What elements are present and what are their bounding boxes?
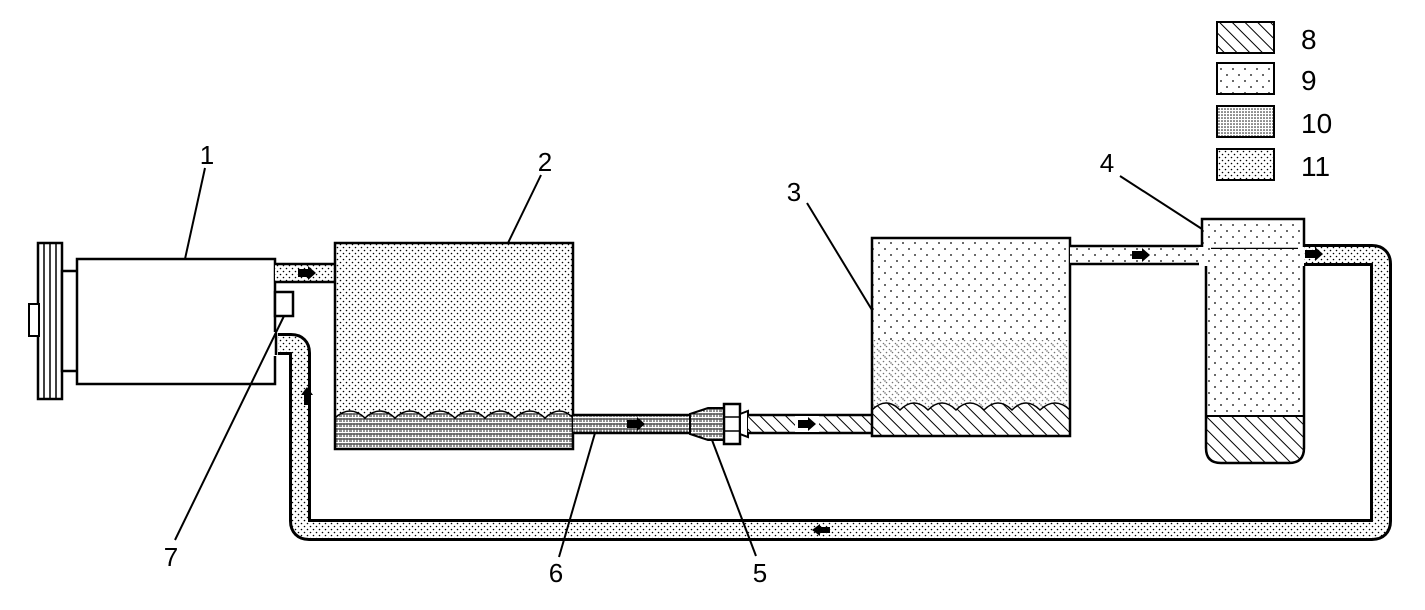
compressor-port	[273, 290, 295, 318]
legend-item-10: 10	[1216, 105, 1332, 139]
evaporator-liquid	[871, 402, 1071, 437]
evaporator	[870, 236, 1072, 438]
flow-arrow-icon	[1132, 248, 1150, 262]
compressor-body	[75, 257, 277, 386]
callout-3: 3	[787, 177, 801, 207]
legend-swatch-medium	[1216, 148, 1275, 181]
legend-label: 8	[1301, 24, 1317, 55]
compressor	[28, 241, 295, 401]
legend-swatch-sparse	[1216, 62, 1275, 95]
condenser-liquid	[334, 410, 574, 450]
legend-item-11: 11	[1216, 148, 1330, 182]
callout-6: 6	[549, 558, 563, 588]
legend-item-8: 8	[1216, 21, 1317, 55]
legend-label: 11	[1301, 151, 1330, 182]
flow-arrow-icon	[301, 387, 313, 405]
flow-arrow-icon	[298, 266, 316, 280]
callout-2: 2	[538, 147, 552, 177]
legend-swatch-dense	[1216, 105, 1275, 138]
legend-label: 9	[1301, 65, 1317, 96]
liquid-line	[573, 413, 703, 435]
flow-arrow-icon	[1305, 247, 1323, 261]
accumulator-oil	[1206, 416, 1304, 463]
flow-arrow-icon	[627, 417, 645, 431]
flow-arrow-icon	[812, 524, 830, 536]
callout-5: 5	[753, 558, 767, 588]
orifice-fitting	[689, 402, 749, 446]
evaporator-inlet-line	[748, 413, 872, 435]
legend-item-9: 9	[1216, 62, 1317, 96]
callout-1: 1	[200, 140, 214, 170]
suction-line-to-accumulator	[1070, 244, 1206, 266]
discharge-line	[275, 262, 335, 284]
accumulator	[1199, 217, 1310, 465]
legend-label: 10	[1301, 108, 1332, 139]
leader-lines	[174, 167, 1203, 558]
compressor-hub	[60, 269, 80, 373]
suction-return-line	[276, 244, 1392, 541]
flow-arrow-icon	[798, 417, 816, 431]
condenser	[333, 241, 575, 451]
callout-7: 7	[164, 542, 178, 572]
legend-swatch-hatch	[1216, 21, 1275, 54]
compressor-shaft	[28, 303, 40, 337]
legend: 8 9 10 11	[1216, 21, 1332, 182]
callout-4: 4	[1100, 148, 1114, 178]
